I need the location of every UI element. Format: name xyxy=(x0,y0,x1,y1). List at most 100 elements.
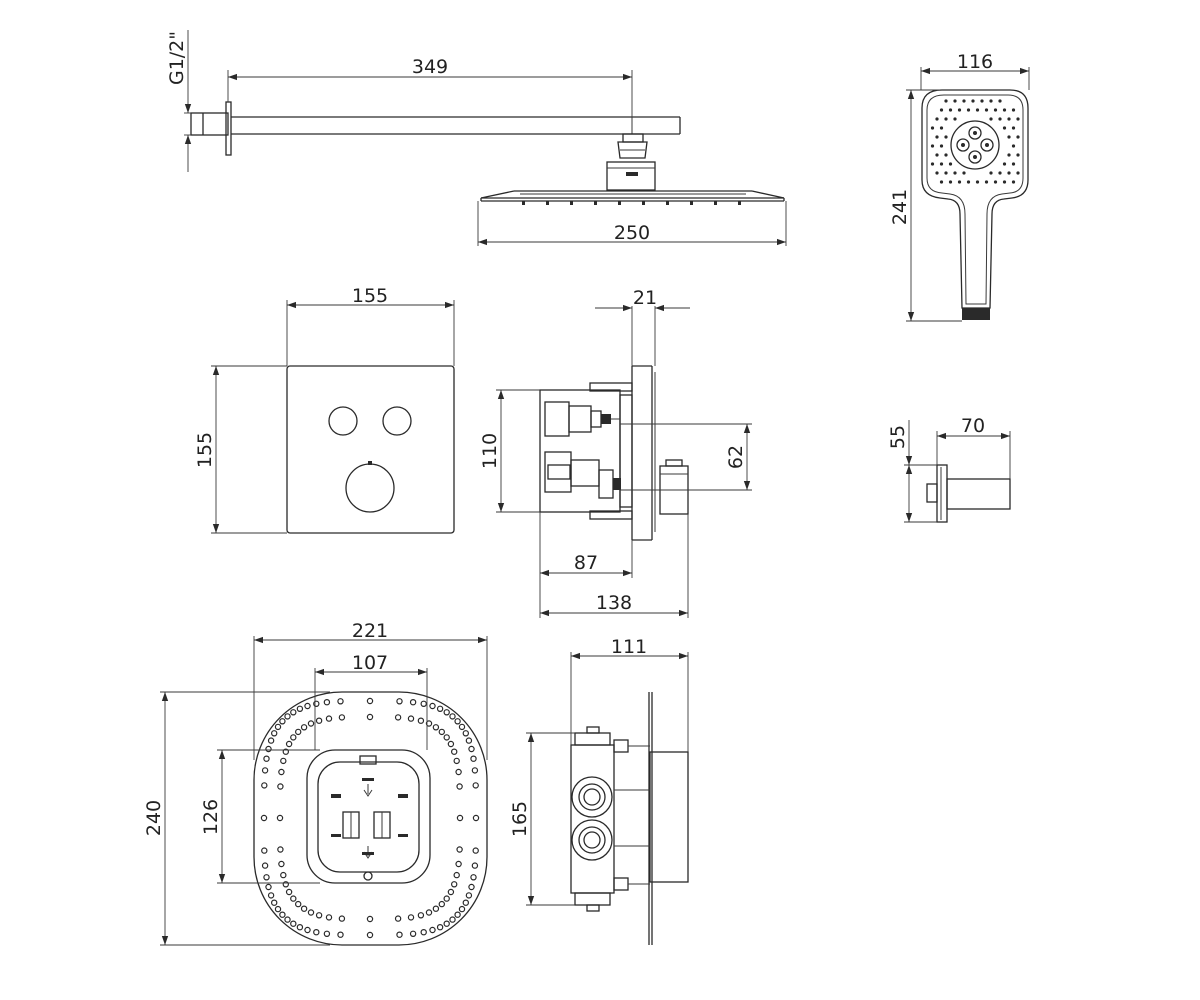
body-depth-label: 87 xyxy=(574,552,598,574)
hole-icon xyxy=(1007,117,1011,121)
hole-icon xyxy=(472,782,479,789)
hole-icon xyxy=(966,180,971,184)
hole-icon xyxy=(1016,117,1020,121)
hole-icon xyxy=(313,700,320,708)
hole-icon xyxy=(284,916,291,923)
valve-depth-label: 111 xyxy=(611,636,647,658)
hole-icon xyxy=(998,171,1002,175)
hole-icon xyxy=(453,871,460,879)
hole-icon xyxy=(304,702,311,710)
hole-icon xyxy=(443,895,450,902)
hole-icon xyxy=(470,874,477,881)
hole-icon xyxy=(458,905,466,913)
hole-icon xyxy=(425,720,433,727)
hole-icon xyxy=(944,153,948,157)
hole-icon xyxy=(420,700,427,708)
hole-icon xyxy=(290,709,297,716)
hole-icon xyxy=(280,757,287,765)
button-right-icon xyxy=(382,406,412,436)
hole-icon xyxy=(323,699,331,706)
hole-icon xyxy=(307,720,315,727)
hole-icon xyxy=(265,883,272,891)
hole-icon xyxy=(300,724,308,731)
hole-icon xyxy=(407,715,415,722)
hole-icon xyxy=(394,915,402,922)
hole-icon xyxy=(338,915,346,922)
hole-icon xyxy=(284,713,291,720)
hole-icon xyxy=(998,99,1002,103)
hole-icon xyxy=(454,718,461,725)
hole-icon xyxy=(944,171,948,175)
hole-icon xyxy=(948,108,953,112)
hole-icon xyxy=(980,99,984,103)
hole-icon xyxy=(453,757,460,765)
hole-icon xyxy=(930,162,935,166)
hole-icon xyxy=(366,713,374,721)
hole-icon xyxy=(443,734,450,741)
hole-icon xyxy=(472,847,479,854)
hole-icon xyxy=(285,888,293,896)
installation-box-view: 221 107 240 126 xyxy=(143,620,488,946)
hole-icon xyxy=(290,734,297,741)
hole-icon xyxy=(447,888,455,896)
box-height-label: 240 xyxy=(143,800,165,836)
hole-icon xyxy=(279,911,286,918)
hole-icon xyxy=(338,714,346,721)
hole-icon xyxy=(455,768,462,776)
hole-icon xyxy=(277,783,284,790)
hole-icon xyxy=(278,768,285,776)
hole-icon xyxy=(396,931,403,938)
hole-icon xyxy=(394,714,402,721)
hole-icon xyxy=(285,740,293,748)
hole-icon xyxy=(271,730,278,737)
hole-icon xyxy=(935,117,939,121)
hole-icon xyxy=(935,135,939,139)
hole-icon xyxy=(296,705,304,713)
outlet-upper-icon xyxy=(571,776,613,818)
hole-icon xyxy=(465,737,473,744)
hole-icon xyxy=(449,916,456,923)
hole-icon xyxy=(315,912,323,919)
hole-icon xyxy=(939,162,944,166)
hand-shower-view: 116 241 xyxy=(889,51,1030,322)
hole-icon xyxy=(409,699,417,706)
hole-icon xyxy=(296,924,304,931)
hole-icon xyxy=(265,745,272,753)
hole-icon xyxy=(325,715,333,722)
head-width-label: 250 xyxy=(614,222,650,244)
hole-icon xyxy=(366,931,374,939)
holder-length-label: 70 xyxy=(961,415,985,437)
hole-icon xyxy=(261,782,268,789)
hole-icon xyxy=(939,180,944,184)
hole-icon xyxy=(462,899,469,906)
hole-icon xyxy=(957,180,962,184)
hole-icon xyxy=(443,709,450,716)
hole-icon xyxy=(948,162,953,166)
hole-icon xyxy=(267,892,275,899)
hole-icon xyxy=(396,698,403,705)
hole-icon xyxy=(468,883,475,891)
hole-icon xyxy=(470,755,477,762)
hole-icon xyxy=(260,814,268,822)
hole-icon xyxy=(307,909,315,916)
hole-icon xyxy=(472,814,480,822)
hole-icon xyxy=(313,929,320,936)
hole-icon xyxy=(989,99,993,103)
hole-icon xyxy=(1002,108,1007,112)
hole-icon xyxy=(420,929,427,936)
hole-icon xyxy=(290,920,297,927)
hole-icon xyxy=(261,847,268,854)
thermostat-knob-icon xyxy=(345,463,395,513)
hole-icon xyxy=(263,874,270,881)
outlet-spacing-label: 62 xyxy=(725,445,747,469)
hole-icon xyxy=(366,915,374,923)
plate-depth-label: 21 xyxy=(633,287,657,309)
hole-icon xyxy=(953,99,957,103)
hole-icon xyxy=(261,862,269,869)
hole-icon xyxy=(1002,180,1007,184)
hole-icon xyxy=(279,718,286,725)
hole-icon xyxy=(1016,171,1020,175)
hole-icon xyxy=(277,846,284,853)
hole-icon xyxy=(271,899,278,906)
